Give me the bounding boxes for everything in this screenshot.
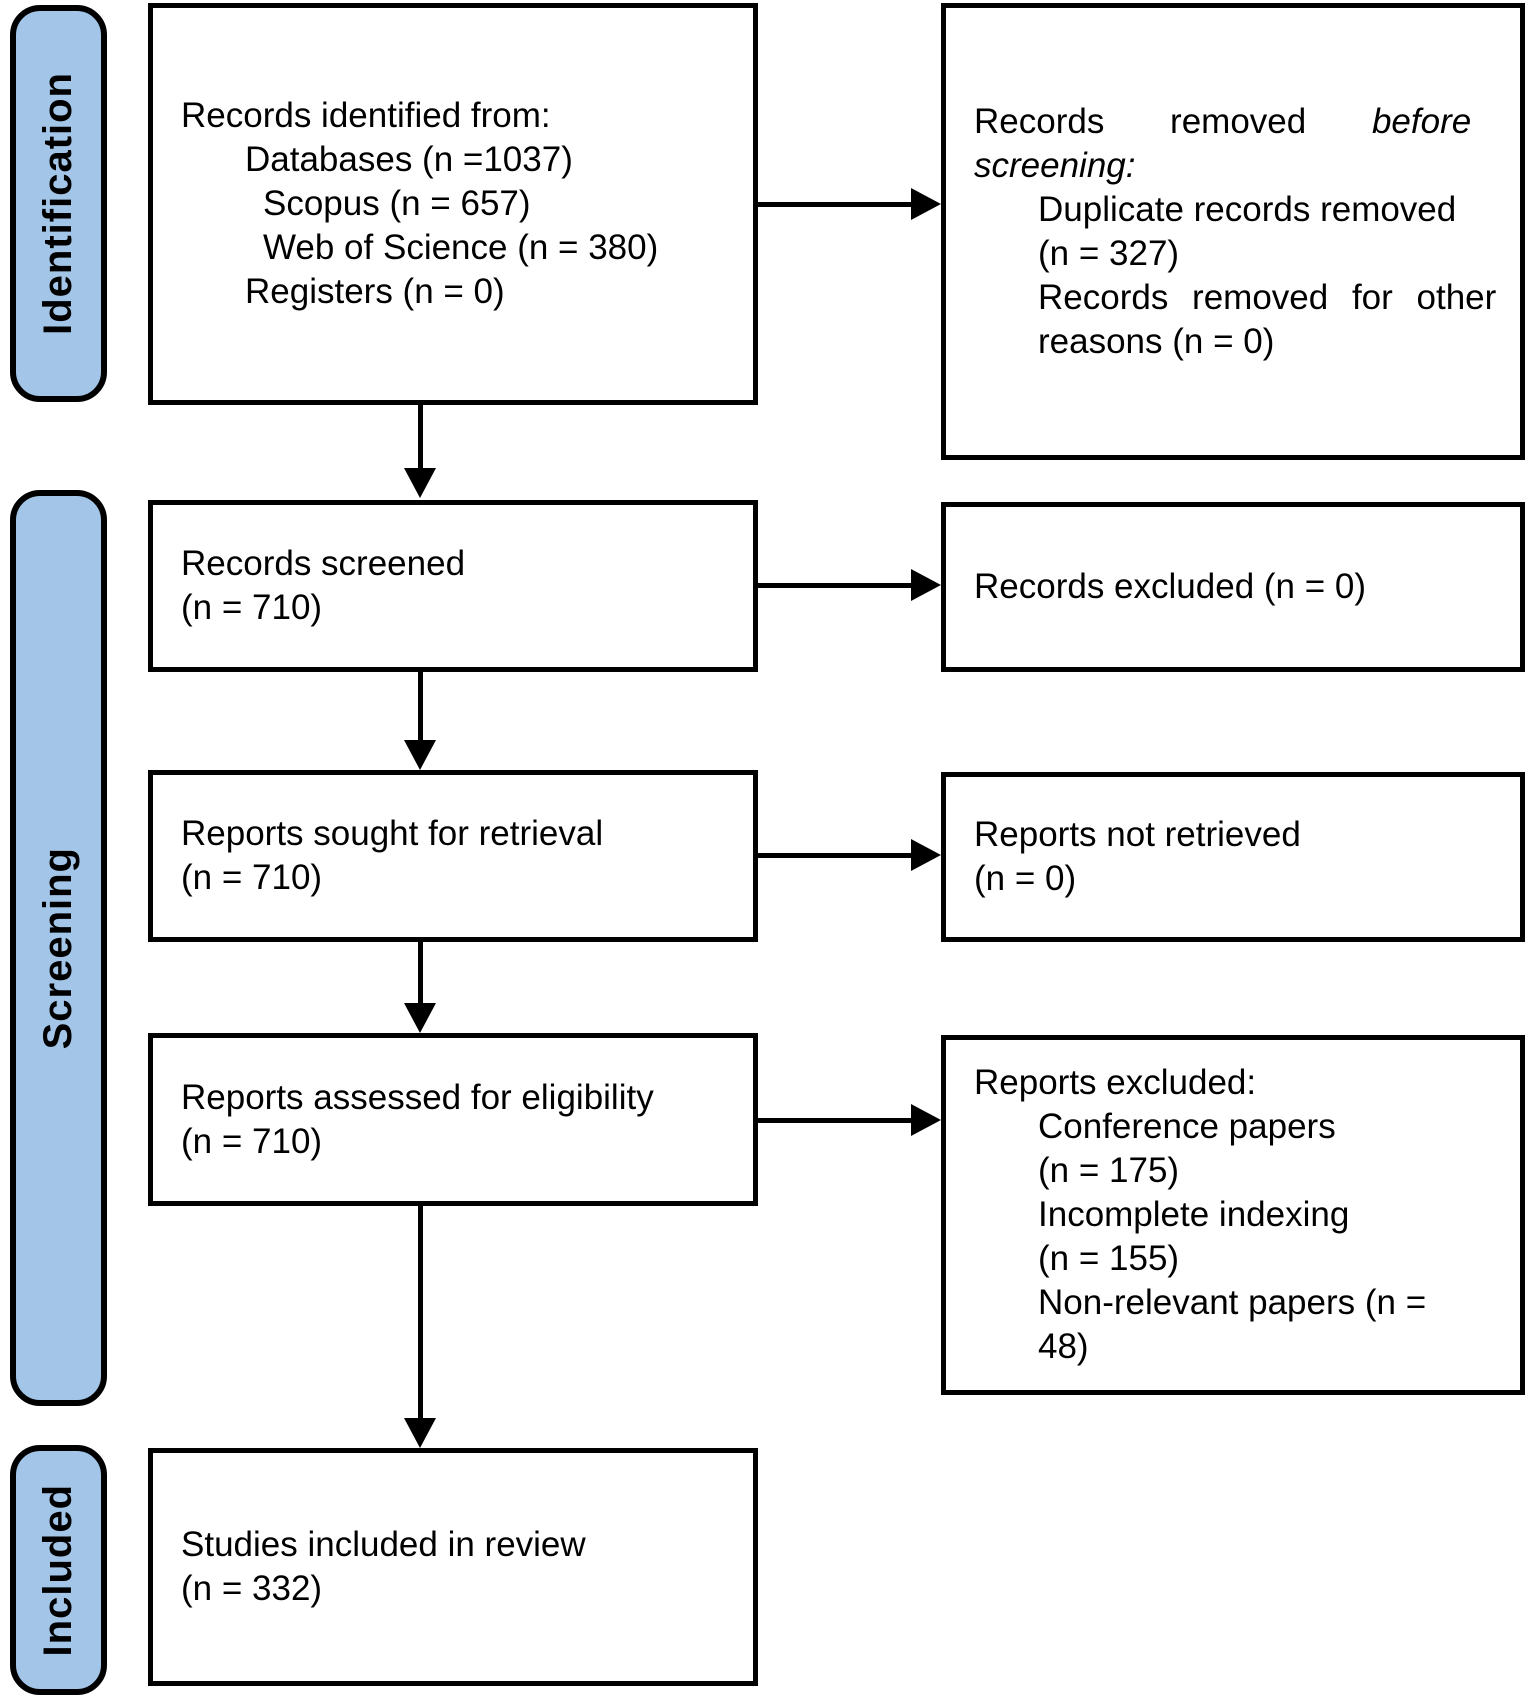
box-line: (n = 0) xyxy=(974,859,1077,898)
box-studies-included: Studies included in review (n = 332) xyxy=(148,1448,758,1686)
box-line: Reports not retrieved xyxy=(974,815,1301,854)
arrow-line xyxy=(758,583,913,588)
stage-screening-label: Screening xyxy=(36,846,80,1050)
box-line: (n = 710) xyxy=(181,588,323,627)
arrow-head-icon xyxy=(911,569,941,601)
box-line: Databases (n =1037) xyxy=(245,140,573,179)
box-line: (n = 155) xyxy=(1038,1239,1180,1278)
arrow-head-icon xyxy=(404,1003,436,1033)
box-reports-assessed: Reports assessed for eligibility (n = 71… xyxy=(148,1033,758,1206)
box-records-excluded: Records excluded (n = 0) xyxy=(941,502,1525,672)
box-line: Reports assessed for eligibility xyxy=(181,1077,654,1117)
box-line: Non-relevant papers (n = xyxy=(1038,1283,1427,1322)
box-line: Records excluded (n = 0) xyxy=(974,567,1367,606)
stage-identification-label: Identification xyxy=(36,72,80,335)
box-line: Registers (n = 0) xyxy=(245,272,505,311)
box-line: (n = 332) xyxy=(181,1569,323,1608)
box-records-identified: Records identified from: Databases (n =1… xyxy=(148,3,758,405)
box-line: Reports sought for retrieval xyxy=(181,814,604,853)
box-records-removed: Records removed before screening: Duplic… xyxy=(941,3,1525,460)
arrow-line xyxy=(418,405,423,471)
box-line: screening: xyxy=(974,145,1136,185)
arrow-head-icon xyxy=(911,839,941,871)
box-reports-sought: Reports sought for retrieval (n = 710) xyxy=(148,770,758,942)
box-records-screened: Records screened (n = 710) xyxy=(148,500,758,672)
arrow-head-icon xyxy=(911,1104,941,1136)
box-line: Duplicate records removed xyxy=(1038,189,1457,229)
box-reports-excluded: Reports excluded: Conference papers (n =… xyxy=(941,1035,1525,1395)
arrow-line xyxy=(418,1206,423,1420)
box-line: (n = 710) xyxy=(181,1121,323,1161)
arrow-line xyxy=(418,942,423,1006)
arrow-line xyxy=(758,1118,913,1123)
stage-identification: Identification xyxy=(10,5,107,402)
stage-included: Included xyxy=(10,1445,107,1695)
arrow-head-icon xyxy=(404,740,436,770)
arrow-line xyxy=(758,853,913,858)
box-line: Studies included in review xyxy=(181,1525,586,1564)
box-line: (n = 710) xyxy=(181,858,323,897)
box-reports-not-retrieved: Reports not retrieved (n = 0) xyxy=(941,772,1525,942)
box-line: reasons (n = 0) xyxy=(1038,321,1275,361)
box-line: 48) xyxy=(1038,1327,1089,1366)
arrow-line xyxy=(758,202,913,207)
stage-included-label: Included xyxy=(36,1483,80,1657)
box-line: Records screened xyxy=(181,544,466,583)
box-line: Scopus (n = 657) xyxy=(263,184,531,223)
arrow-line xyxy=(418,672,423,742)
box-line: Records removed for other xyxy=(1038,277,1497,317)
box-line: Conference papers xyxy=(1038,1107,1336,1146)
arrow-head-icon xyxy=(911,188,941,220)
box-line: Reports excluded: xyxy=(974,1063,1257,1102)
arrow-head-icon xyxy=(404,1418,436,1448)
stage-screening: Screening xyxy=(10,490,107,1406)
box-line: Incomplete indexing xyxy=(1038,1195,1350,1234)
box-line: Web of Science (n = 380) xyxy=(263,228,659,267)
box-line: (n = 327) xyxy=(1038,233,1180,273)
box-line: Records identified from: xyxy=(181,96,551,135)
arrow-head-icon xyxy=(404,468,436,498)
box-line: (n = 175) xyxy=(1038,1151,1180,1190)
box-line: Records removed before xyxy=(974,101,1472,141)
